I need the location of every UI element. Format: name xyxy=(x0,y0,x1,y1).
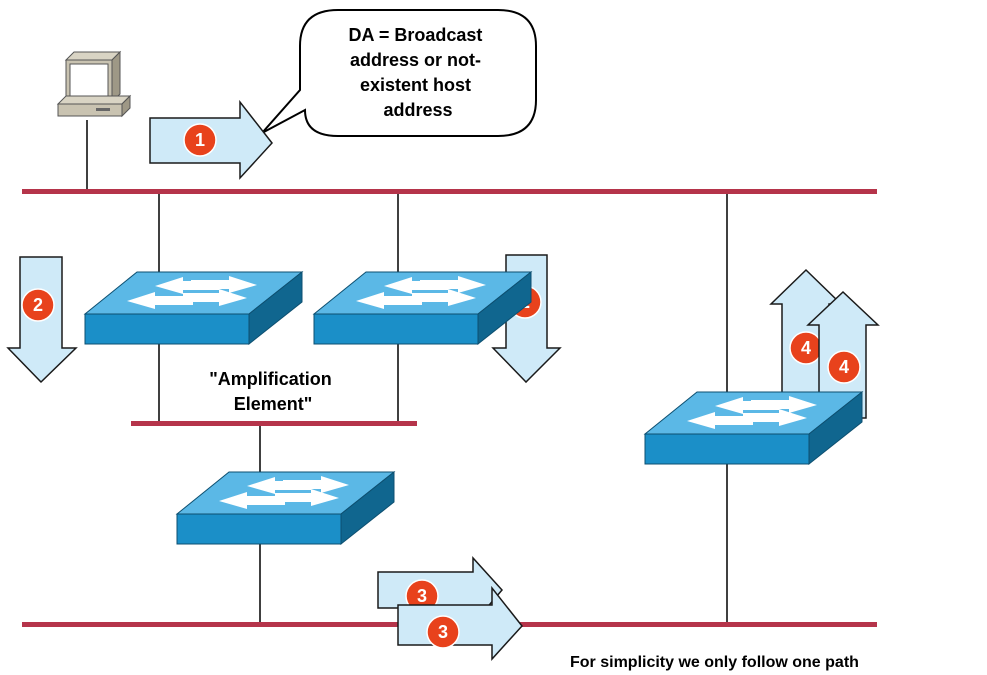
footer-note: For simplicity we only follow one path xyxy=(570,654,859,671)
step-4-label-front: 4 xyxy=(839,357,849,377)
callout-line-1: DA = Broadcast xyxy=(349,25,483,45)
step-4-badge-front xyxy=(827,350,861,384)
step-3-arrow-front: 3 xyxy=(397,585,523,661)
switch-right xyxy=(644,391,863,465)
callout-bubble: DA = Broadcast address or not- existent … xyxy=(261,9,537,137)
step-3-badge-front xyxy=(426,615,460,649)
step-1-label: 1 xyxy=(195,130,205,150)
callout-line-4: address xyxy=(383,100,452,120)
switch-middle xyxy=(176,471,395,545)
callout-line-3: existent host xyxy=(360,75,471,95)
step-1-badge xyxy=(183,123,217,157)
step-3-label-back: 3 xyxy=(417,586,427,606)
connection-lines xyxy=(86,120,728,622)
switch-top-left xyxy=(84,271,303,345)
amplification-line-1: "Amplification xyxy=(209,369,332,389)
callout-line-2: address or not- xyxy=(350,50,481,70)
switch-top-center xyxy=(313,271,532,345)
step-3-label-front: 3 xyxy=(438,622,448,642)
middle-network-segment xyxy=(131,421,417,426)
step-2-badge-left xyxy=(21,288,55,322)
step-2-label-left: 2 xyxy=(33,295,43,315)
step-1-arrow: 1 xyxy=(149,99,273,180)
amplification-line-2: Element" xyxy=(234,394,313,414)
step-4-label-back: 4 xyxy=(801,338,811,358)
amplification-element-label: "Amplification Element" xyxy=(209,369,337,414)
step-4-arrow-front: 4 xyxy=(806,290,880,419)
top-network-segment xyxy=(22,189,877,194)
svg-text:DA = Broadcast address o: DA = Broadcast address or not- existent … xyxy=(349,25,488,120)
step-2-arrow-left: 2 xyxy=(6,256,78,384)
host-computer-icon xyxy=(56,50,132,118)
